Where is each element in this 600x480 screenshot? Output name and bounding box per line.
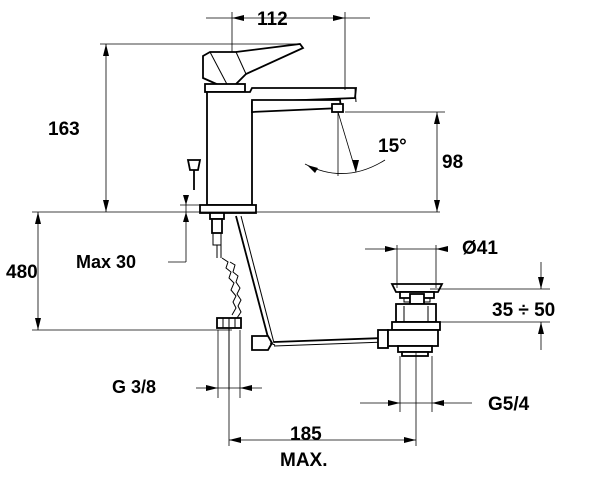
dimension-lines (32, 12, 550, 446)
drain-assembly (387, 283, 444, 357)
popup-linkage (235, 215, 389, 351)
dim-angle: 15° (378, 136, 407, 157)
faucet-outline (186, 43, 357, 246)
flexible-hose (216, 245, 242, 390)
arrowheads (35, 15, 544, 443)
dim-hose-length: 480 (6, 262, 38, 283)
dim-spout-height: 98 (442, 152, 463, 173)
dim-drain-diameter: Ø41 (462, 238, 498, 259)
dim-height-total: 163 (48, 119, 80, 140)
dim-distance-note: MAX. (280, 450, 328, 471)
dim-distance: 185 (290, 424, 322, 445)
dim-width-top: 112 (257, 9, 288, 30)
dim-drain-thread: G5/4 (488, 394, 530, 415)
dim-max-thickness: Max 30 (76, 252, 136, 272)
dim-drain-range: 35 ÷ 50 (492, 300, 555, 321)
dim-inlet-thread: G 3/8 (112, 377, 156, 397)
